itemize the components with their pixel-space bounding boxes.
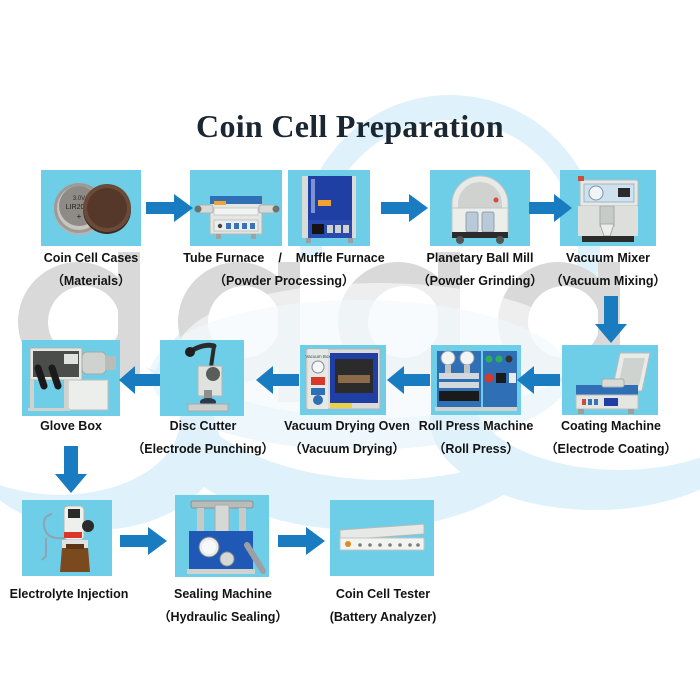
step-vacuum-drying-oven[interactable]: Vacuum Box — [300, 345, 386, 415]
coating-machine-photo — [562, 345, 658, 415]
step-roll-press-machine[interactable] — [431, 345, 521, 415]
sublabel-powder-processing: （Powder Processing） — [213, 274, 355, 289]
label-glove-box: Glove Box — [40, 419, 102, 433]
caption-sealing-machine: Sealing Machine （Hydraulic Sealing） — [150, 587, 296, 625]
sublabel-vacuum-mixer: （Vacuum Mixing） — [550, 274, 666, 289]
roll-press-machine-photo — [431, 345, 521, 415]
svg-text:+: + — [77, 212, 82, 221]
arrow-left-icon-2 — [386, 365, 430, 400]
arrow-down-icon-right — [592, 296, 630, 349]
sublabel-planetary-ball-mill: （Powder Grinding） — [417, 274, 543, 289]
caption-vacuum-mixer: Vacuum Mixer （Vacuum Mixing） — [538, 251, 678, 289]
sublabel-coating-machine: （Electrode Coating） — [545, 442, 677, 457]
arrow-right-icon-1 — [146, 192, 194, 229]
coin-cell-tester-photo — [330, 500, 434, 576]
caption-disc-cutter: Disc Cutter （Electrode Punching） — [128, 419, 278, 457]
arrow-down-icon-left — [52, 446, 90, 499]
coin-cell-cases-photo: 3.0V LIR2032 + — [41, 170, 141, 246]
label-furnace-separator: / — [278, 251, 282, 265]
step-coating-machine[interactable] — [562, 345, 658, 415]
label-roll-press-machine: Roll Press Machine — [418, 419, 534, 433]
caption-vacuum-drying-oven: Vacuum Drying Oven （Vacuum Drying） — [272, 419, 422, 457]
arrow-right-icon-3 — [529, 192, 573, 229]
label-electrolyte-injection: Electrolyte Injection — [9, 587, 129, 601]
vacuum-mixer-photo — [560, 170, 656, 246]
label-disc-cutter: Disc Cutter — [169, 419, 237, 433]
caption-furnaces: Tube Furnace / Muffle Furnace （Powder Pr… — [168, 251, 400, 289]
disc-cutter-photo — [160, 340, 244, 416]
label-tube-furnace: Tube Furnace — [183, 251, 265, 265]
tube-furnace-photo — [190, 170, 282, 246]
step-coin-cell-tester[interactable] — [330, 500, 434, 576]
label-vacuum-drying-oven: Vacuum Drying Oven — [284, 419, 410, 433]
svg-text:LIR2032: LIR2032 — [66, 204, 93, 211]
bg-arc-top-cut — [322, 120, 578, 376]
caption-coating-machine: Coating Machine （Electrode Coating） — [535, 419, 687, 457]
step-glove-box[interactable] — [22, 340, 120, 416]
caption-coin-cell-cases: Coin Cell Cases （Materials） — [21, 251, 161, 289]
vacuum-drying-oven-photo: Vacuum Box — [300, 345, 386, 415]
muffle-furnace-photo — [288, 170, 370, 246]
label-muffle-furnace: Muffle Furnace — [295, 251, 385, 265]
label-coin-cell-cases: Coin Cell Cases — [43, 251, 139, 265]
caption-planetary-ball-mill: Planetary Ball Mill （Powder Grinding） — [410, 251, 550, 289]
planetary-ball-mill-photo — [430, 170, 530, 246]
step-tube-furnace[interactable] — [190, 170, 282, 246]
step-disc-cutter[interactable] — [160, 340, 244, 416]
sublabel-sealing-machine: （Hydraulic Sealing） — [158, 610, 288, 625]
sublabel-roll-press-machine: （Roll Press） — [432, 442, 520, 457]
step-vacuum-mixer[interactable] — [560, 170, 656, 246]
step-electrolyte-injection[interactable] — [22, 500, 112, 576]
sealing-machine-photo — [175, 495, 269, 577]
page-title: Coin Cell Preparation — [196, 108, 504, 144]
caption-glove-box: Glove Box — [11, 419, 131, 433]
sublabel-coin-cell-cases: （Materials） — [51, 274, 131, 289]
caption-electrolyte-injection: Electrolyte Injection — [4, 587, 134, 601]
glove-box-photo — [22, 340, 120, 416]
arrow-right-icon-5 — [278, 525, 326, 562]
step-sealing-machine[interactable] — [175, 495, 269, 577]
arrow-right-icon-4 — [120, 525, 168, 562]
label-sealing-machine: Sealing Machine — [174, 587, 272, 601]
caption-coin-cell-tester: Coin Cell Tester (Battery Analyzer) — [310, 587, 456, 625]
arrow-right-icon-2 — [381, 192, 429, 229]
label-coin-cell-tester: Coin Cell Tester — [335, 587, 431, 601]
sublabel-coin-cell-tester: (Battery Analyzer) — [329, 610, 437, 625]
svg-text:3.0V: 3.0V — [73, 196, 85, 202]
label-vacuum-mixer: Vacuum Mixer — [565, 251, 651, 265]
label-coating-machine: Coating Machine — [560, 419, 661, 433]
caption-roll-press-machine: Roll Press Machine （Roll Press） — [406, 419, 546, 457]
step-muffle-furnace[interactable] — [288, 170, 370, 246]
sublabel-vacuum-drying-oven: （Vacuum Drying） — [289, 442, 405, 457]
step-planetary-ball-mill[interactable] — [430, 170, 530, 246]
arrow-left-icon-4 — [118, 365, 160, 400]
svg-text:Vacuum Box: Vacuum Box — [305, 354, 331, 359]
step-coin-cell-cases[interactable]: 3.0V LIR2032 + — [41, 170, 141, 246]
sublabel-disc-cutter: （Electrode Punching） — [131, 442, 275, 457]
label-planetary-ball-mill: Planetary Ball Mill — [426, 251, 534, 265]
electrolyte-injection-photo — [22, 500, 112, 576]
arrow-left-icon-3 — [255, 365, 299, 400]
arrow-left-icon-1 — [516, 365, 560, 400]
